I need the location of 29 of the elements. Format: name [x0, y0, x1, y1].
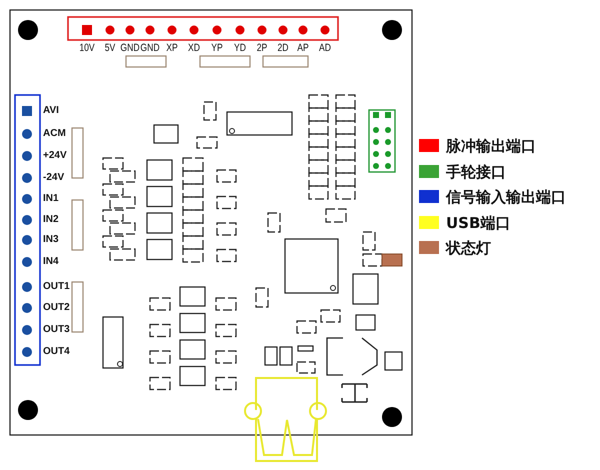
- legend-label: USB端口: [446, 214, 510, 232]
- pin-label: AD: [319, 43, 331, 54]
- pin-label: -24V: [43, 172, 64, 183]
- pin-label: AP: [297, 43, 309, 54]
- pin-label: GND: [140, 43, 160, 54]
- pin-label: YD: [234, 43, 246, 54]
- pin-label: XP: [166, 43, 178, 54]
- pin-label: AVI: [43, 105, 59, 116]
- legend-label: 信号输入输出端口: [446, 188, 566, 206]
- pin-label: XD: [188, 43, 200, 54]
- pin-label: 2D: [278, 43, 288, 54]
- pin-label: OUT3: [43, 324, 70, 335]
- pin-label: 10V: [79, 43, 95, 54]
- legend-label: 手轮接口: [446, 162, 506, 180]
- pin-label: +24V: [43, 150, 67, 161]
- pin-label: IN1: [43, 193, 59, 204]
- pin-label: 2P: [256, 43, 268, 54]
- legend-label: 脉冲输出端口: [446, 137, 536, 155]
- pin-label: IN4: [43, 256, 59, 267]
- pin-label: YP: [211, 43, 223, 54]
- pin-label: OUT2: [43, 302, 70, 313]
- pin-label: GND: [120, 43, 140, 54]
- pin-label: 5V: [104, 43, 116, 54]
- pin-label: ACM: [43, 128, 66, 139]
- pin-label: OUT1: [43, 281, 70, 292]
- pin-label: IN2: [43, 214, 59, 225]
- pin-label: IN3: [43, 234, 59, 245]
- pin-label: OUT4: [43, 346, 70, 357]
- legend-label: 状态灯: [446, 239, 491, 257]
